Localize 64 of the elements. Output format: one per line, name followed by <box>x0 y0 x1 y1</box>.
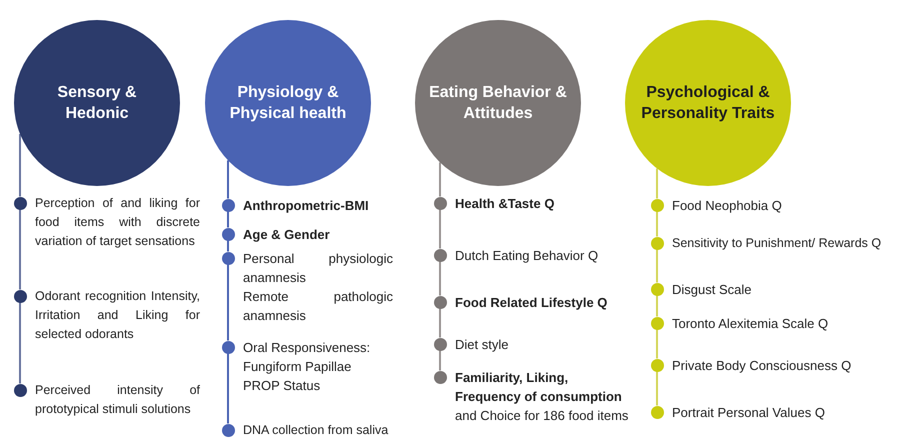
bullet-dot <box>222 228 234 240</box>
connector-line <box>227 264 229 340</box>
bullet-dot <box>222 198 234 212</box>
category-heading: Eating Behavior & Attitudes <box>428 83 568 124</box>
item-text: DNA collection from saliva <box>243 422 390 438</box>
connector-line <box>227 160 229 198</box>
connector-line <box>656 250 658 282</box>
bullet-dot <box>222 340 234 354</box>
connector-line <box>19 134 21 196</box>
bullet-dot <box>434 248 446 262</box>
bullet-dot <box>14 384 26 396</box>
item-text: PROP Status <box>243 376 322 394</box>
bullet-dot <box>222 252 234 264</box>
item-text: Dutch Eating Behavior Q <box>455 246 600 264</box>
item-text: Personal physiologic anamnesis <box>243 250 393 286</box>
connector-line <box>439 210 441 248</box>
bullet-dot <box>434 296 446 308</box>
connector-line <box>439 308 441 338</box>
connector-line <box>227 212 229 228</box>
connector-line <box>656 372 658 406</box>
item-text: Oral Responsiveness: <box>243 338 372 356</box>
connector-line <box>439 262 441 296</box>
bullet-dot <box>650 282 664 296</box>
item-text: Age & Gender <box>243 226 331 244</box>
item-text: Perceived intensity of prototypical stimuli solutions <box>35 382 200 418</box>
item-text: Food Neophobia Q <box>672 196 783 214</box>
item-text: Diet style <box>455 336 510 354</box>
connector-line <box>227 354 229 424</box>
item-text: Anthropometric-BMI <box>243 196 370 214</box>
category-heading: Physiology & Physical health <box>228 83 348 124</box>
item-text: Portrait Personal Values Q <box>672 404 826 422</box>
connector-line <box>656 212 658 236</box>
bullet-dot <box>222 424 234 436</box>
bullet-dot <box>650 358 664 372</box>
bullet-dot <box>650 236 664 250</box>
item-text: Food Related Lifestyle Q <box>455 294 608 312</box>
bullet-dot <box>14 196 26 210</box>
item-text: Private Body Consciousness Q <box>672 356 852 374</box>
item-text: Disgust Scale <box>672 280 752 298</box>
bullet-dot <box>14 290 26 302</box>
connector-line <box>19 302 21 384</box>
connector-line <box>656 296 658 316</box>
connector-line <box>19 210 21 290</box>
bullet-dot <box>434 370 446 384</box>
category-heading: Psychological & Personality Traits <box>640 83 776 124</box>
bullet-dot <box>650 406 664 418</box>
bullet-dot <box>434 196 446 210</box>
item-text: Fungiform Papillae <box>243 358 352 376</box>
connector-line <box>227 240 229 252</box>
item-text: Remote pathologic anamnesis <box>243 288 393 324</box>
item-text: Perception of and liking for food items with discrete variation of target sensations <box>35 194 200 250</box>
bullet-dot <box>434 338 446 350</box>
item-text: Health &Taste Q <box>455 194 556 212</box>
connector-line <box>439 350 441 370</box>
item-text: Toronto Alexitemia Scale Q <box>672 314 830 332</box>
category-heading: Sensory & Hedonic <box>56 83 138 124</box>
bullet-dot <box>650 316 664 330</box>
item-text: Sensitivity to Punishment/ Rewards Q <box>672 234 882 252</box>
connector-line <box>439 162 441 196</box>
connector-line <box>656 330 658 358</box>
connector-line <box>656 168 658 198</box>
item-text: Familiarity, Liking, Frequency of consumption and Choice for 186 food items <box>455 368 630 424</box>
bullet-dot <box>650 198 664 212</box>
item-text: Odorant recognition Intensity, Irritation and Liking for selected odorants <box>35 288 200 342</box>
